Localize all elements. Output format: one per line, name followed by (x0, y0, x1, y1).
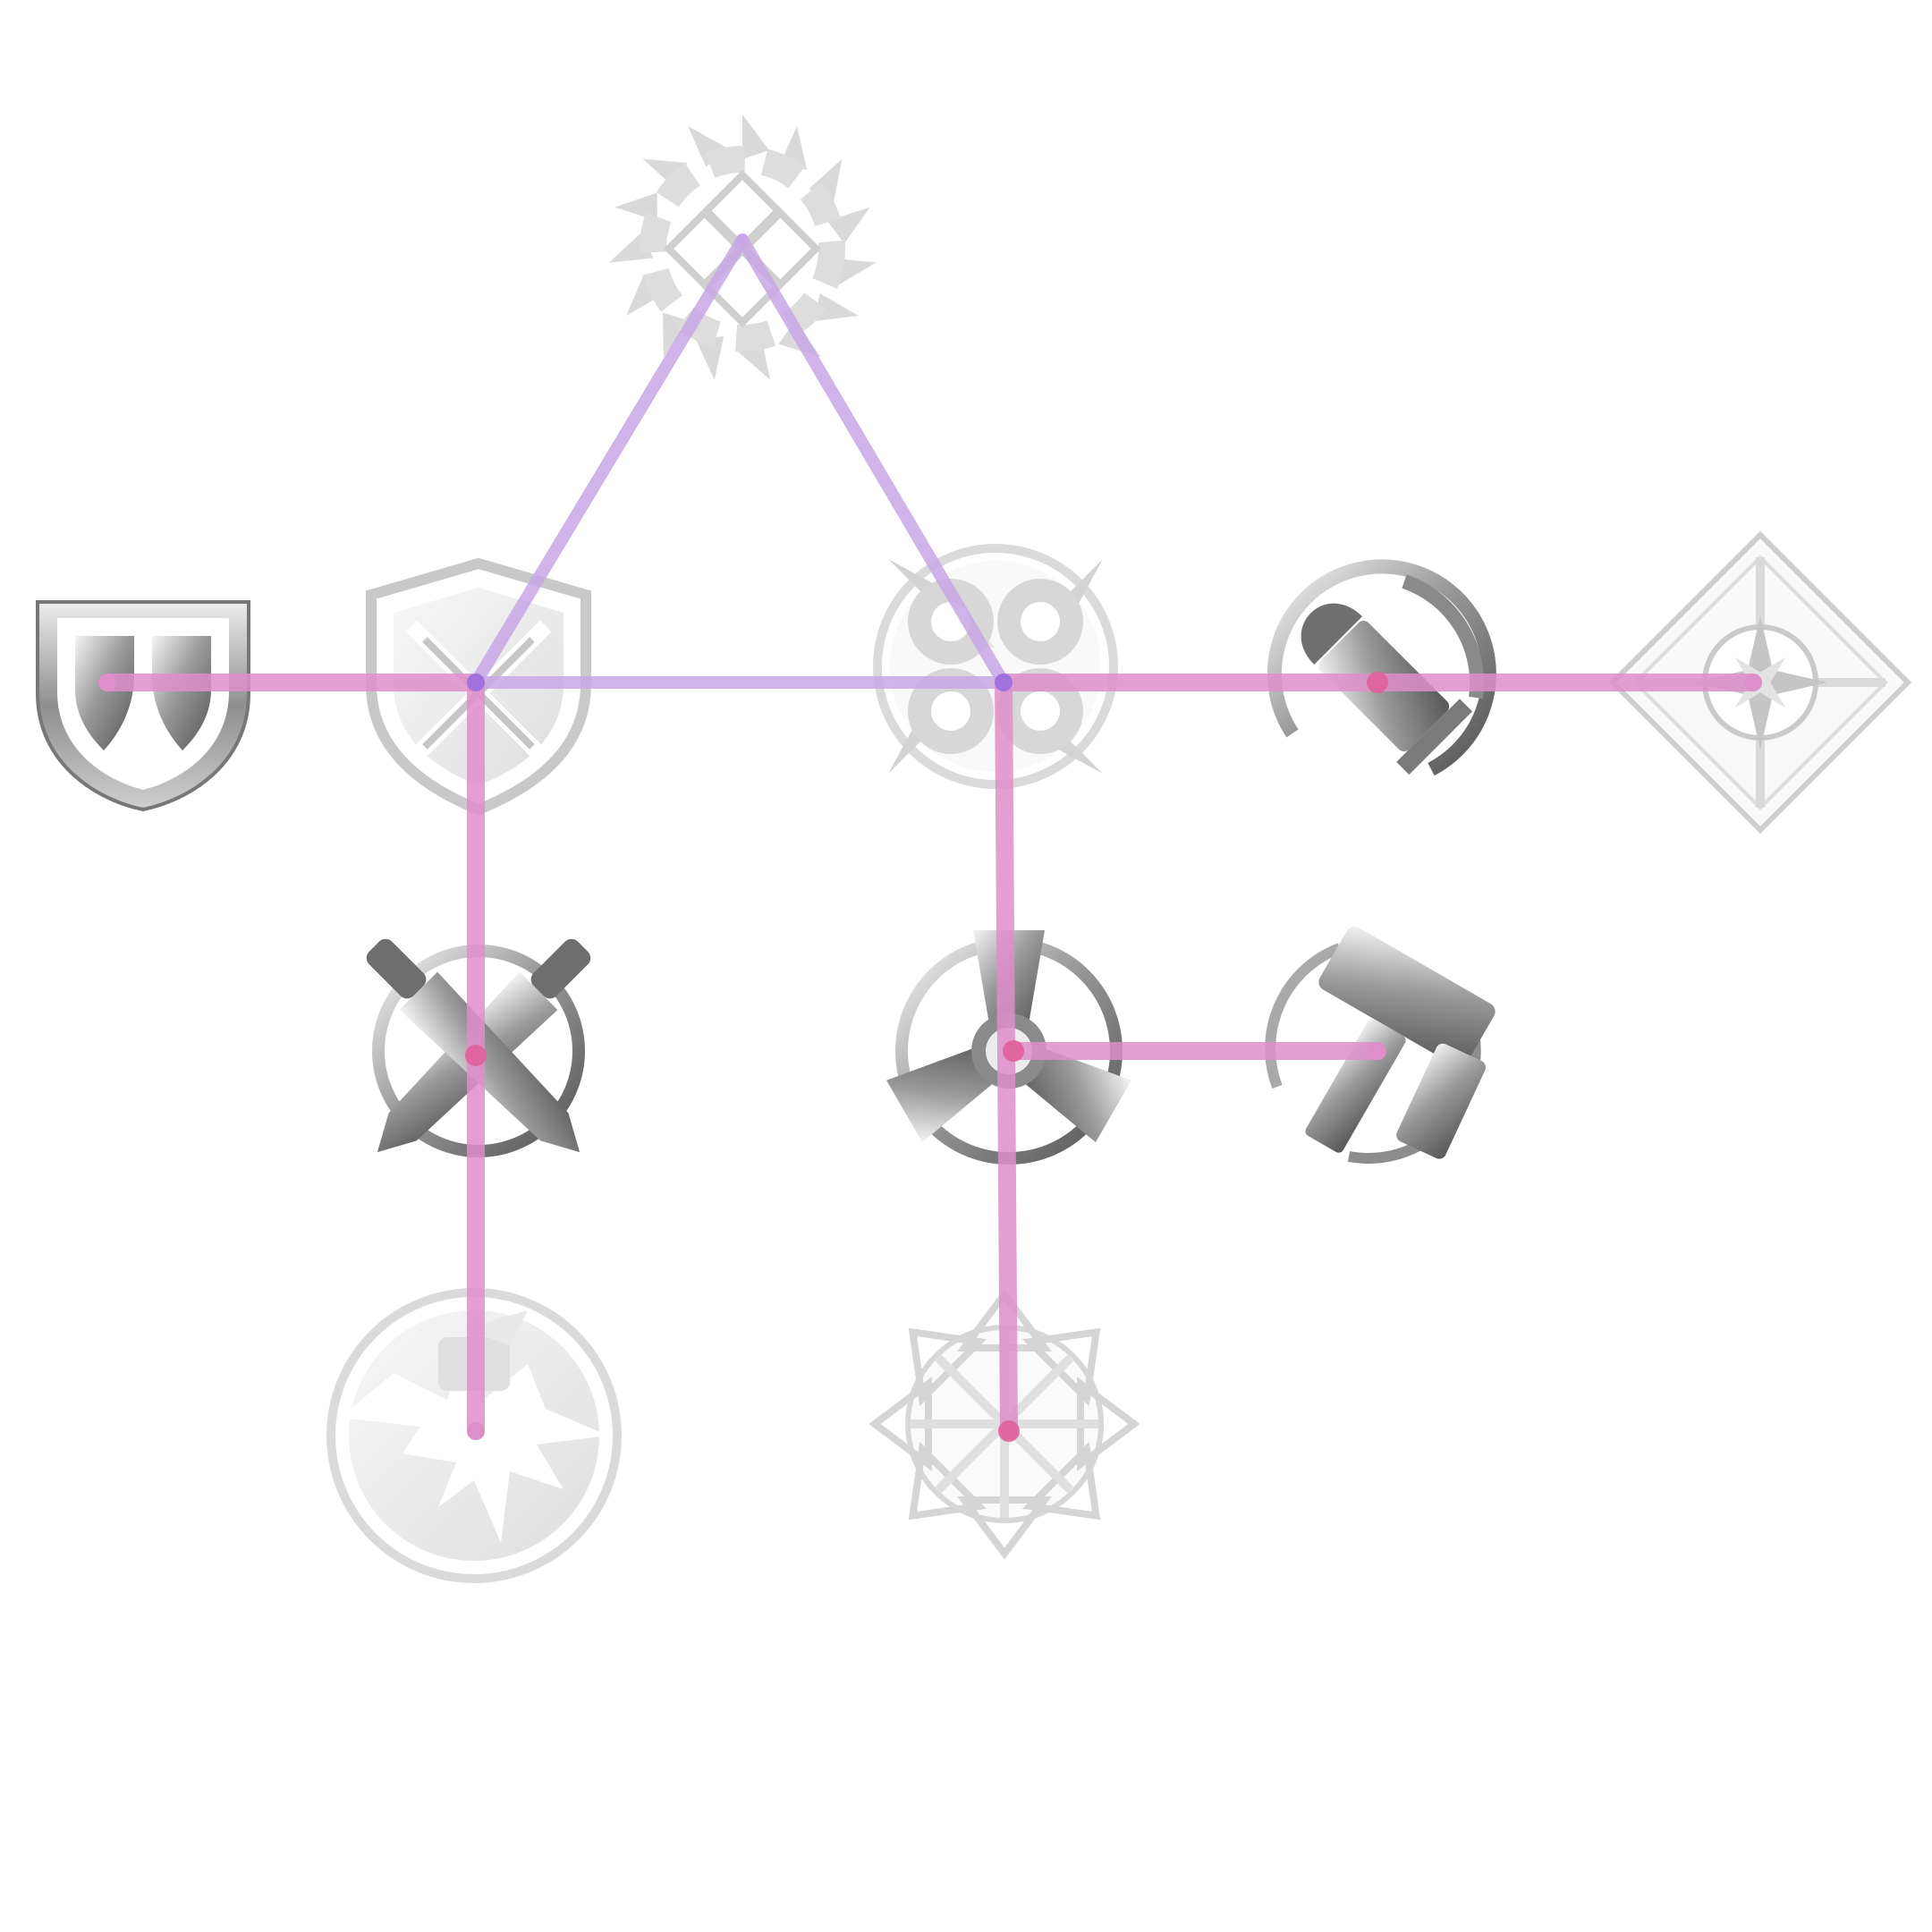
link-endpoint-hammer-cycle (1368, 1042, 1386, 1060)
link-junction-bullet-cycle (1367, 672, 1388, 693)
skill-node-propeller-wheel[interactable] (886, 930, 1131, 1165)
propeller-wheel-icon (886, 930, 1131, 1165)
link-endpoint-compass-star (1744, 674, 1762, 691)
shield-icon (36, 600, 250, 812)
link-junction-crossed-knives (465, 1045, 487, 1066)
skill-link-crossed-swords-shield-to-sawblade-knot (470, 233, 749, 689)
link-junction-shuriken (995, 674, 1013, 691)
skill-link-markers (98, 672, 1762, 1442)
skill-link-sawblade-knot-to-shuriken (736, 233, 1010, 689)
link-endpoint-shield (98, 674, 116, 691)
link-endpoint-fist-burst (467, 1422, 485, 1440)
link-junction-snowflake-wheel (998, 1420, 1020, 1442)
sawblade-knot-icon (608, 114, 877, 380)
bullet-cycle-icon (1267, 559, 1496, 776)
link-junction-propeller-wheel (1003, 1040, 1024, 1062)
skill-node-shield[interactable] (36, 600, 250, 812)
link-junction-crossed-swords-shield (467, 674, 485, 691)
skill-node-bullet-cycle[interactable] (1267, 559, 1496, 776)
skill-node-sawblade-knot[interactable] (606, 114, 878, 386)
skill-links (98, 233, 1762, 1440)
